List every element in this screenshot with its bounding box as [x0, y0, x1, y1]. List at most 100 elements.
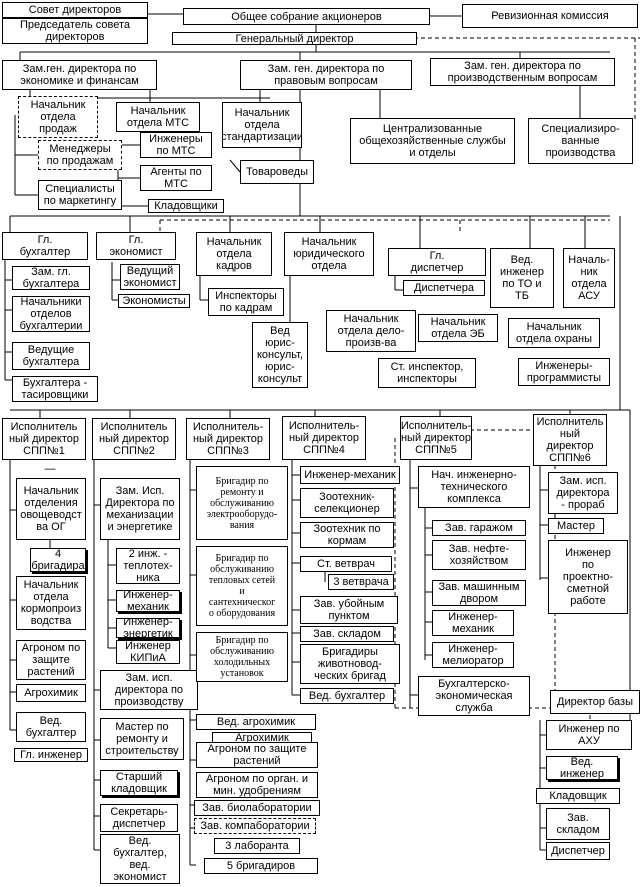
deputy-production-spp2: Зам. исп. директора по производству — [100, 670, 198, 710]
spp2-director: Исполнитель ный директор СПП№2 — [92, 418, 176, 460]
deputy-economics-finance: Зам.ген. директора по экономике и финанс… — [2, 60, 157, 90]
five-brigadiers: 5 бригадиров — [204, 858, 318, 874]
hr-inspectors: Инспекторы по кадрам — [208, 288, 284, 316]
base-director: Директор базы — [550, 690, 640, 714]
accounting-economic-service: Бухгалтерско- экономическая служба — [418, 676, 530, 716]
board-chair: Председатель совета директоров — [2, 18, 148, 44]
dispatchers: Диспетчера — [403, 280, 485, 296]
spp6-deputy: Зам. исп. директора - прораб — [548, 472, 618, 514]
spp1-chief-engineer: Гл. инженер — [14, 748, 88, 762]
spp4-director: Исполнитель- ный директор СПП№4 — [282, 416, 366, 460]
leading-accountants: Ведущие бухгалтера — [12, 342, 90, 370]
marketing-specialists: Специалисты по маркетингу — [38, 180, 122, 210]
four-brigadiers: 4 бригадира — [30, 548, 86, 572]
board-of-directors: Совет директоров — [2, 2, 148, 18]
general-director: Генеральный директор — [172, 32, 417, 45]
shareholders-meeting: Общее собрание акционеров — [183, 8, 430, 25]
spp1-director: Исполнитель ный директор СПП№1 — [2, 418, 86, 460]
security-head: Начальник отдела охраны — [508, 318, 600, 348]
spp1-dash: — — [30, 462, 70, 476]
merchandisers: Товароведы — [240, 160, 314, 184]
chief-accountant: Гл. бухгалтер — [2, 232, 88, 260]
mts-agents: Агенты по МТС — [140, 165, 212, 191]
legal-head: Начальник юридического отдела — [284, 232, 374, 276]
livestock-brigadiers: Бригадиры животновод- ческих бригад — [300, 644, 400, 684]
spp6-master: Мастер — [548, 518, 604, 534]
eb-head: Начальник отдела ЭБ — [418, 314, 498, 342]
tech-complex-head: Нач. инженерно- технического комплекса — [418, 466, 530, 508]
base-warehouse-head: Зав. складом — [546, 808, 610, 840]
power-engineer: Инженер- энергетик — [116, 618, 180, 638]
spp4-warehouse-head: Зав. складом — [300, 626, 394, 642]
mts-engineers: Инженеры по МТС — [140, 132, 212, 158]
records-head: Начальник отдела дело- произв-ва — [326, 310, 416, 352]
economists: Экономисты — [118, 294, 190, 308]
oil-facility-head: Зав. нефте- хозяйством — [432, 540, 526, 570]
senior-vet: Ст. ветврач — [300, 556, 392, 572]
deputy-legal: Зам. ген. директора по правовым вопросам — [240, 60, 412, 90]
lead-engineer-to-tb: Вед. инженер по ТО и ТБ — [490, 248, 554, 308]
deputy-chief-accountant: Зам. гл. бухгалтера — [12, 266, 90, 290]
deputy-mechanization: Зам. Исп. Директора по механизации и эне… — [100, 478, 180, 540]
centralized-services: Централизованные общехозяйственные служб… — [350, 118, 515, 164]
leading-economist: Ведущий экономист — [120, 264, 180, 290]
zootechnician-selection: Зоотехник- селекционер — [300, 488, 394, 518]
kip-engineer: Инженер КИПиА — [116, 640, 180, 664]
hr-head: Начальник отдела кадров — [196, 232, 272, 276]
spp6-director: Исполнитель ный директор СПП№6 — [533, 414, 607, 466]
machine-yard-head: Зав. машинным двором — [432, 580, 526, 606]
chief-economist: Гл. экономист — [96, 232, 176, 260]
repair-master: Мастер по ремонту и строительству — [100, 718, 184, 760]
feed-production-head: Начальник отдела кормопроиз водства — [16, 576, 86, 630]
legal-consultants: Вед юрис- консульт, юрис- консульт — [252, 322, 308, 388]
reclamation-engineer: Инженер- мелиоратор — [432, 642, 514, 668]
senior-storekeeper: Старший кладовщик — [100, 770, 178, 796]
accountant-economist: Вед. бухгалтер, вед. экономист — [100, 834, 180, 884]
heat-engineers: 2 инж. - теплотех- ника — [116, 548, 180, 584]
spp4-lead-accountant: Вед. бухгалтер — [300, 688, 394, 704]
senior-inspector: Ст. инспектор, инспекторы — [378, 358, 476, 388]
audit-commission: Ревизионная комиссия — [462, 4, 638, 28]
spp5-mech-engineer: Инженер- механик — [432, 610, 514, 636]
spp1-lead-accountant: Вед. бухгалтер — [16, 712, 86, 742]
lead-agrochemist: Вед. агрохимик — [196, 714, 316, 730]
three-vets: 3 ветврача — [328, 574, 394, 590]
brigadier-refrigeration: Бригадир по обслуживанию холодильных уст… — [196, 632, 288, 682]
chief-dispatcher: Гл. диспетчер — [388, 248, 486, 276]
spp3-director: Исполнитель- ный директор СПП№3 — [186, 418, 270, 460]
agronomist-protection: Агроном по защите растений — [196, 742, 318, 768]
accounting-department-heads: Начальники отделов бухгалтерии — [12, 296, 90, 332]
storekeepers: Кладовщики — [148, 199, 224, 213]
vegetable-department-head: Начальник отделения овощеводст ва ОГ — [16, 478, 86, 540]
brigadier-electrical: Бригадир по ремонту и обслуживанию элект… — [196, 466, 288, 540]
programmer-engineers: Инженеры- программисты — [518, 358, 610, 386]
spp1-agrochemist: Агрохимик — [16, 684, 86, 702]
bio-lab-head: Зав. биолаборатории — [194, 800, 320, 816]
secretary-dispatcher: Секретарь- диспетчер — [100, 804, 178, 832]
spp2-mech-engineer: Инженер- механик — [116, 590, 180, 612]
sales-head: Начальник отдела продаж — [18, 96, 98, 138]
lab-assistants: 3 лаборанта — [214, 838, 300, 854]
design-engineer: Инженер по проектно- сметной работе — [548, 540, 628, 614]
base-dispatcher: Диспетчер — [546, 842, 610, 860]
spp4-mech-engineer: Инженер-механик — [300, 466, 400, 484]
base-lead-engineer: Вед. инженер — [546, 756, 618, 780]
base-storekeeper: Кладовщик — [536, 788, 620, 804]
zootechnician-feed: Зоотехник по кормам — [300, 522, 394, 548]
agronomist-fertilizers: Агроном по орган. и мин. удобрениям — [196, 772, 318, 798]
deputy-production: Зам. ген. директора по производственным … — [430, 58, 615, 86]
slaughter-head: Зав. убойным пунктом — [300, 596, 398, 624]
compost-lab-head: Зав. компаборатории — [194, 818, 316, 834]
garage-head: Зав. гаражом — [432, 520, 526, 536]
brigadier-heating: Бригадир по обслуживанию тепловых сетей … — [196, 546, 288, 626]
sales-managers: Менеджеры по продажам — [38, 140, 122, 170]
acs-head: Началь- ник отдела АСУ — [563, 248, 615, 308]
mts-head: Начальник отдела МТС — [116, 102, 200, 132]
spp5-director: Исполнитель- ный директор СПП№5 — [400, 416, 472, 460]
standards-head: Начальник отдела стандартизации — [222, 102, 302, 148]
base-acs-engineer: Инженер по АХУ — [546, 720, 632, 750]
accountants-taxing: Бухгалтера - тасировщики — [12, 376, 98, 402]
specialized-production: Специализиро- ванные производства — [528, 118, 633, 164]
